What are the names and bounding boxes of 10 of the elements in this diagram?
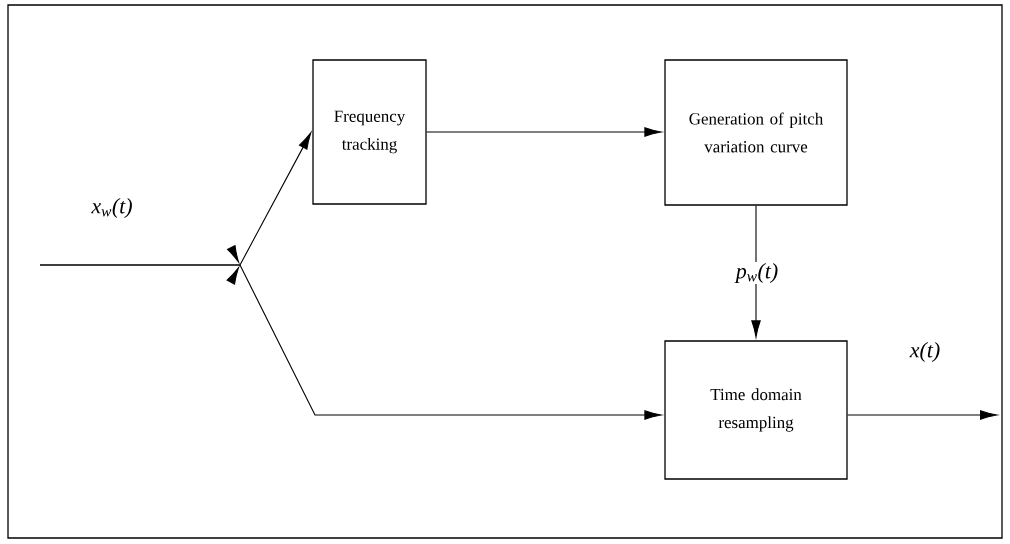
- arrow: [751, 205, 761, 338]
- arrow: [847, 410, 998, 420]
- process-box: Frequency tracking: [312, 59, 427, 205]
- process-box: Time domain resampling: [664, 340, 848, 480]
- edge-label: x(t): [909, 342, 940, 362]
- arrow: [39, 245, 662, 420]
- signal-label: x$_{w}$(t): [91, 198, 132, 218]
- process-box: Generation of pitch variation curve: [664, 59, 848, 206]
- arrow: [426, 127, 662, 137]
- edge-label: p$_{w}$(t): [734, 263, 778, 283]
